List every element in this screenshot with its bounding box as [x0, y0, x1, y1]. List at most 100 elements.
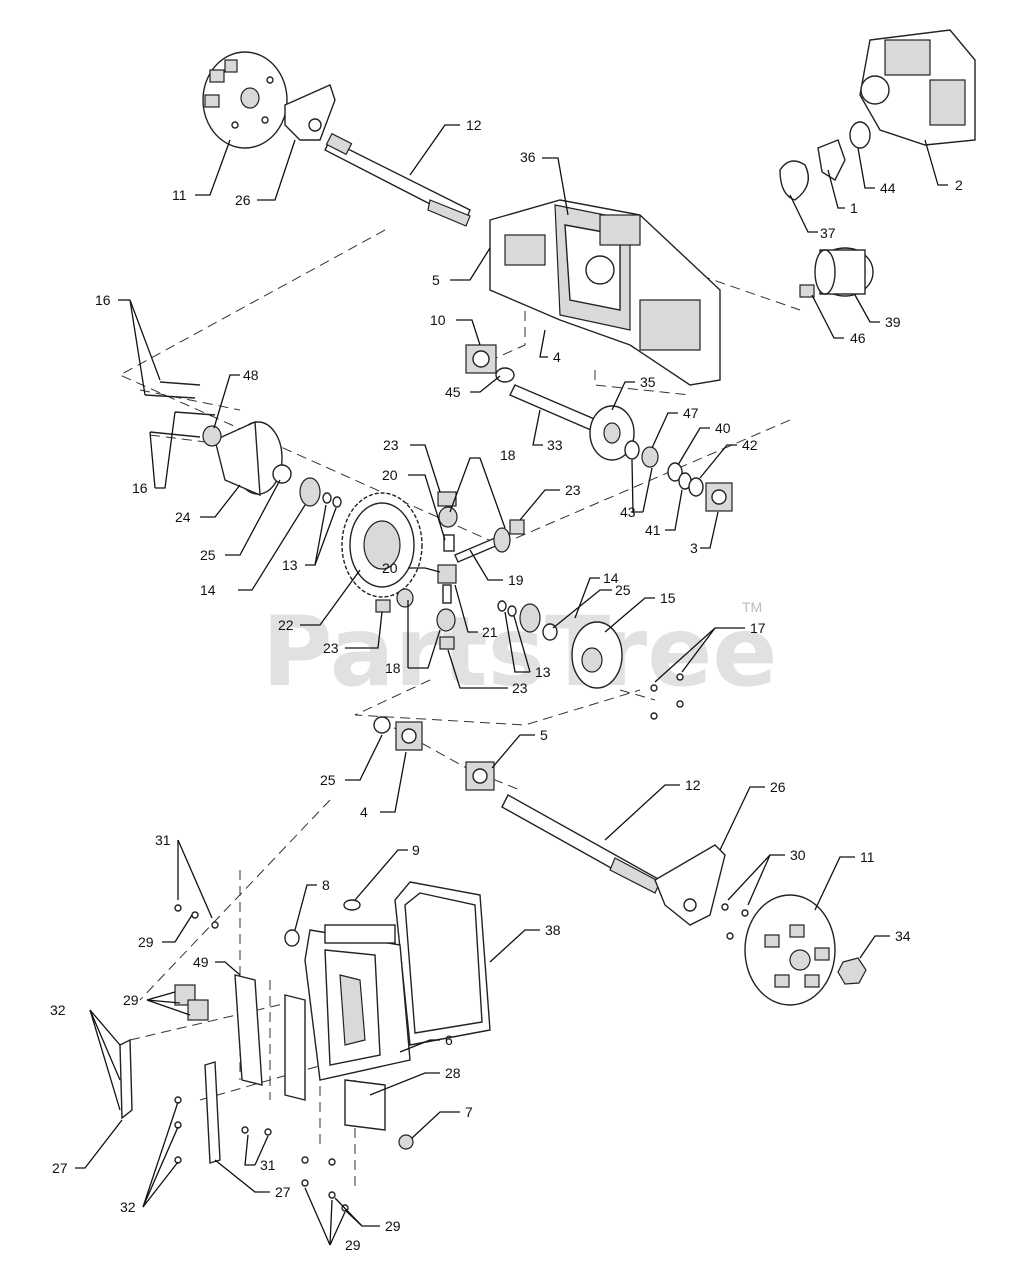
callout-44: 44	[880, 180, 896, 196]
bolts-29-31-32	[174, 904, 349, 1212]
plate-28	[344, 1079, 386, 1131]
axle-shaft-top	[324, 132, 471, 227]
callout-35: 35	[640, 374, 656, 390]
ring-gear-22	[341, 492, 423, 598]
callout-23-d: 23	[512, 680, 528, 696]
callout-25-right: 25	[615, 582, 631, 598]
callout-25-left: 25	[200, 547, 216, 563]
plug-7	[398, 1134, 414, 1150]
callout-18-top: 18	[500, 447, 516, 463]
bevel-gear-14-left	[299, 477, 342, 508]
callout-29-c: 29	[385, 1218, 401, 1234]
callout-28: 28	[445, 1065, 461, 1081]
callout-27-bottom: 27	[275, 1184, 291, 1200]
callout-12-bottom: 12	[685, 777, 701, 793]
axle-shaft-bottom	[501, 794, 661, 894]
plate-27-upper	[119, 1038, 133, 1120]
differential-parts	[375, 491, 525, 650]
callout-32-bottom: 32	[120, 1199, 136, 1215]
plate-27-lower	[204, 1061, 221, 1164]
bearing-10	[465, 344, 497, 374]
bolts-17	[650, 673, 684, 720]
callout-16-top: 16	[95, 292, 111, 308]
washer-45	[495, 367, 515, 383]
brake-disc-bottom	[744, 894, 836, 1006]
callout-49: 49	[193, 954, 209, 970]
callout-26-top: 26	[235, 192, 251, 208]
bracket-bottom	[654, 844, 726, 926]
callout-22: 22	[278, 617, 294, 633]
callout-31-top: 31	[155, 832, 171, 848]
callout-21: 21	[482, 624, 498, 640]
bracket-top	[284, 84, 336, 141]
callout-33: 33	[547, 437, 563, 453]
callout-45: 45	[445, 384, 461, 400]
washer-25-lower	[373, 716, 391, 734]
oil-filter	[814, 247, 874, 297]
input-gear	[817, 139, 846, 181]
callout-26-bottom: 26	[770, 779, 786, 795]
gasket-37	[779, 160, 809, 201]
callout-23-b: 23	[565, 482, 581, 498]
callout-20-top: 20	[382, 467, 398, 483]
callout-12-top: 12	[466, 117, 482, 133]
callout-29-b: 29	[123, 992, 139, 1008]
transaxle-housing	[489, 199, 721, 386]
callout-42: 42	[742, 437, 758, 453]
cap-9	[343, 899, 361, 911]
bevel-gear-14-right	[497, 600, 558, 641]
callout-17: 17	[750, 620, 766, 636]
callout-14-left: 14	[200, 582, 216, 598]
callout-7: 7	[465, 1104, 473, 1120]
callout-23-c: 23	[323, 640, 339, 656]
callout-13-right: 13	[535, 664, 551, 680]
callout-1: 1	[850, 200, 858, 216]
cover-6	[304, 924, 411, 1081]
callout-11-bottom: 11	[860, 849, 875, 865]
callout-2: 2	[955, 177, 963, 193]
bracket-49	[234, 974, 263, 1086]
callout-14-right: 14	[603, 570, 619, 586]
callout-19: 19	[508, 572, 524, 588]
bracket-49b	[284, 994, 306, 1101]
callout-23-a: 23	[383, 437, 399, 453]
callout-40: 40	[715, 420, 731, 436]
pins-16	[144, 381, 216, 438]
callout-3: 3	[690, 540, 698, 556]
callout-36: 36	[520, 149, 536, 165]
hydro-pump-unit	[859, 29, 976, 146]
callout-47: 47	[683, 405, 699, 421]
callout-31-bottom: 31	[260, 1157, 276, 1173]
callout-4-bottom: 4	[360, 804, 368, 820]
callout-5-top: 5	[432, 272, 440, 288]
oring-44	[849, 121, 871, 149]
callout-27-left: 27	[52, 1160, 68, 1176]
callout-39: 39	[885, 314, 901, 330]
nut-34	[837, 957, 867, 985]
callout-43: 43	[620, 504, 636, 520]
callout-46: 46	[850, 330, 866, 346]
callout-6: 6	[445, 1032, 453, 1048]
callout-15: 15	[660, 590, 676, 606]
callout-30: 30	[790, 847, 806, 863]
callout-34: 34	[895, 928, 911, 944]
hub-24	[202, 420, 292, 497]
callout-13-left: 13	[282, 557, 298, 573]
fitting-46	[799, 284, 815, 298]
callout-16-bottom: 16	[132, 480, 148, 496]
callout-5-bottom: 5	[540, 727, 548, 743]
callout-8: 8	[322, 877, 330, 893]
brake-disc-top	[202, 51, 288, 149]
callout-labels: 11 26 12 36 5 2 1 44 37 39 46 10 4 45 33…	[50, 117, 963, 1253]
gear-35	[589, 405, 635, 461]
hub-15	[571, 621, 623, 689]
washer-8	[284, 929, 300, 947]
callout-25-bottom: 25	[320, 772, 336, 788]
callout-24: 24	[175, 509, 191, 525]
callout-29-d: 29	[345, 1237, 361, 1253]
callout-10: 10	[430, 312, 446, 328]
bolts-30	[721, 903, 749, 940]
callout-41: 41	[645, 522, 661, 538]
callout-37: 37	[820, 225, 836, 241]
